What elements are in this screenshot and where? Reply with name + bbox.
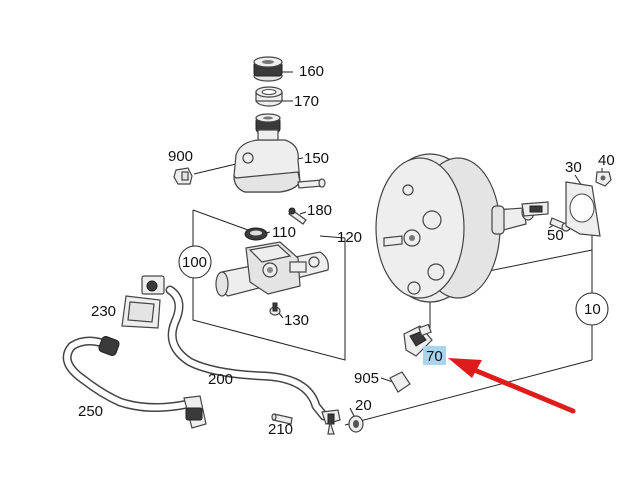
callout-200: 200: [208, 371, 233, 388]
callout-900: 900: [168, 148, 193, 165]
callout-130: 130: [284, 312, 309, 329]
vacuum-hose-250: [62, 336, 207, 429]
vacuum-hose-200: [165, 285, 329, 421]
pointer-arrow: [448, 358, 576, 414]
callout-150: 150: [304, 150, 329, 167]
callout-210: 210: [268, 421, 293, 438]
master-cylinder-120: [215, 241, 329, 297]
fluid-reservoir-150: [233, 113, 326, 193]
callout-40: 40: [598, 152, 615, 169]
screw-130: [269, 302, 281, 316]
callout-180: 180: [307, 202, 332, 219]
callout-highlight-70: [423, 346, 446, 365]
callout-50: 50: [547, 227, 564, 244]
callout-120: 120: [337, 229, 362, 246]
callout-labels: 160 170 900 150 180 110 120 100 230 130 …: [78, 63, 615, 438]
plug-900: [173, 167, 193, 185]
bracket-230: [121, 275, 165, 329]
callout-905: 905: [354, 370, 379, 387]
callout-110: 110: [272, 224, 296, 241]
seal-110: [244, 227, 268, 241]
callout-250: 250: [78, 403, 103, 420]
brake-booster-10: [375, 153, 549, 303]
callout-circle-10: [575, 292, 609, 326]
gasket-30: [565, 181, 601, 237]
callout-170: 170: [294, 93, 319, 110]
filter-ring-170: [255, 86, 283, 107]
reservoir-cap-160: [253, 56, 283, 82]
callout-20: 20: [355, 397, 372, 414]
grommet-20: [348, 415, 364, 433]
clip-905: [389, 371, 411, 393]
callout-100: 100: [182, 254, 207, 271]
vacuum-sensor-70: [403, 323, 433, 357]
callout-70: 70: [426, 348, 443, 365]
callout-10: 10: [584, 301, 601, 318]
callout-30: 30: [565, 159, 582, 176]
callout-160: 160: [299, 63, 324, 80]
nut-40: [595, 171, 612, 187]
pin-210: [271, 413, 293, 425]
valve-connector: [321, 409, 341, 435]
callout-circle-100: [178, 245, 212, 279]
bolt-50: [549, 217, 571, 232]
pin-180: [288, 207, 307, 225]
callout-230: 230: [91, 303, 116, 320]
